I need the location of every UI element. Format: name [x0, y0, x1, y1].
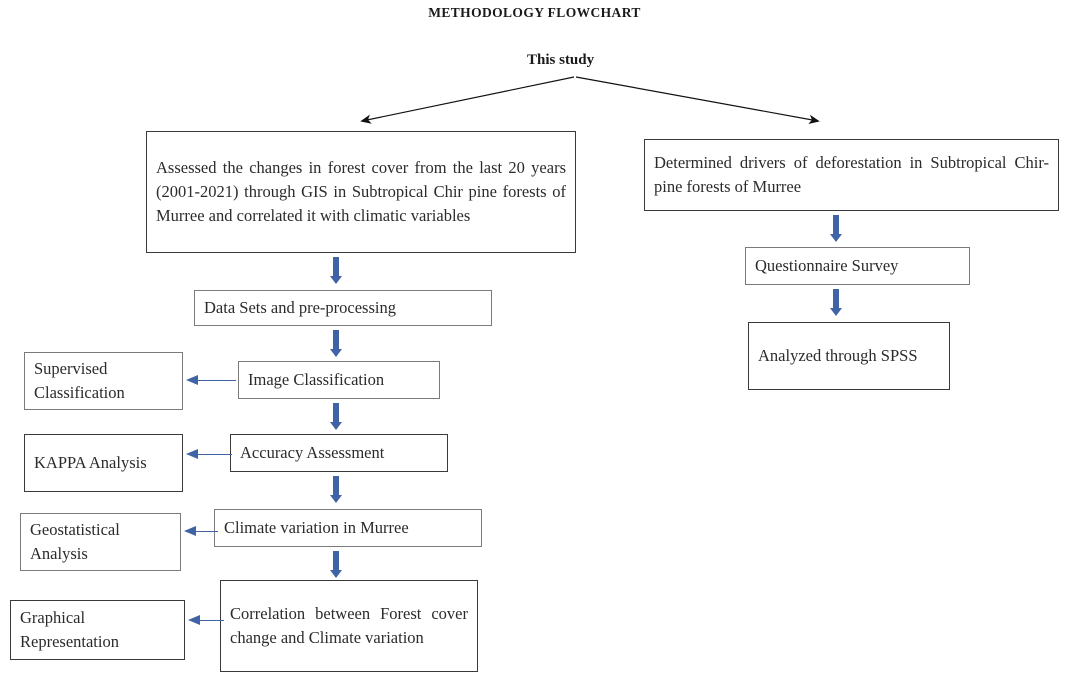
box-climate-variation[interactable]: Climate variation in Murree: [214, 509, 482, 547]
down-arrow-icon: [330, 330, 342, 357]
box-image-classification[interactable]: Image Classification: [238, 361, 440, 399]
down-arrow-icon: [330, 476, 342, 503]
box-text: Climate variation in Murree: [224, 517, 409, 537]
left-arrow-icon: [186, 449, 232, 460]
box-text: Questionnaire Survey: [755, 255, 899, 275]
box-text: Analyzed through SPSS: [758, 345, 918, 365]
down-arrow-icon: [830, 215, 842, 242]
left-arrow-icon: [184, 526, 218, 537]
box-data-sets-preprocessing[interactable]: Data Sets and pre-processing: [194, 290, 492, 326]
box-geostatistical-analysis[interactable]: Geostatistical Analysis: [20, 513, 181, 571]
down-arrow-icon: [330, 551, 342, 578]
box-text: Graphical Representation: [20, 607, 119, 651]
page-title: METHODOLOGY FLOWCHART: [428, 5, 641, 20]
box-text: Determined drivers of deforestation in S…: [654, 152, 1049, 196]
box-forest-cover-assessment[interactable]: Assessed the changes in forest cover fro…: [146, 131, 576, 253]
box-kappa-analysis[interactable]: KAPPA Analysis: [24, 434, 183, 492]
left-arrow-icon: [188, 615, 224, 626]
box-text: Data Sets and pre-processing: [204, 297, 396, 317]
box-text: Correlation between Forest cover change …: [230, 603, 468, 647]
box-text: KAPPA Analysis: [34, 452, 147, 472]
down-arrow-icon: [830, 289, 842, 316]
box-accuracy-assessment[interactable]: Accuracy Assessment: [230, 434, 448, 472]
box-text: Accuracy Assessment: [240, 442, 385, 462]
box-deforestation-drivers[interactable]: Determined drivers of deforestation in S…: [644, 139, 1059, 211]
box-text: Assessed the changes in forest cover fro…: [156, 157, 566, 226]
box-text: Supervised Classification: [34, 358, 125, 402]
box-text: Geostatistical Analysis: [30, 519, 120, 563]
down-arrow-icon: [330, 403, 342, 430]
box-correlation-forest-climate[interactable]: Correlation between Forest cover change …: [220, 580, 478, 672]
box-questionnaire-survey[interactable]: Questionnaire Survey: [745, 247, 970, 285]
box-text: Image Classification: [248, 369, 385, 389]
root-node-this-study: This study: [527, 52, 595, 68]
left-arrow-icon: [186, 375, 236, 386]
down-arrow-icon: [330, 257, 342, 284]
box-supervised-classification[interactable]: Supervised Classification: [24, 352, 183, 410]
box-graphical-representation[interactable]: Graphical Representation: [10, 600, 185, 660]
box-analyzed-spss[interactable]: Analyzed through SPSS: [748, 322, 950, 390]
